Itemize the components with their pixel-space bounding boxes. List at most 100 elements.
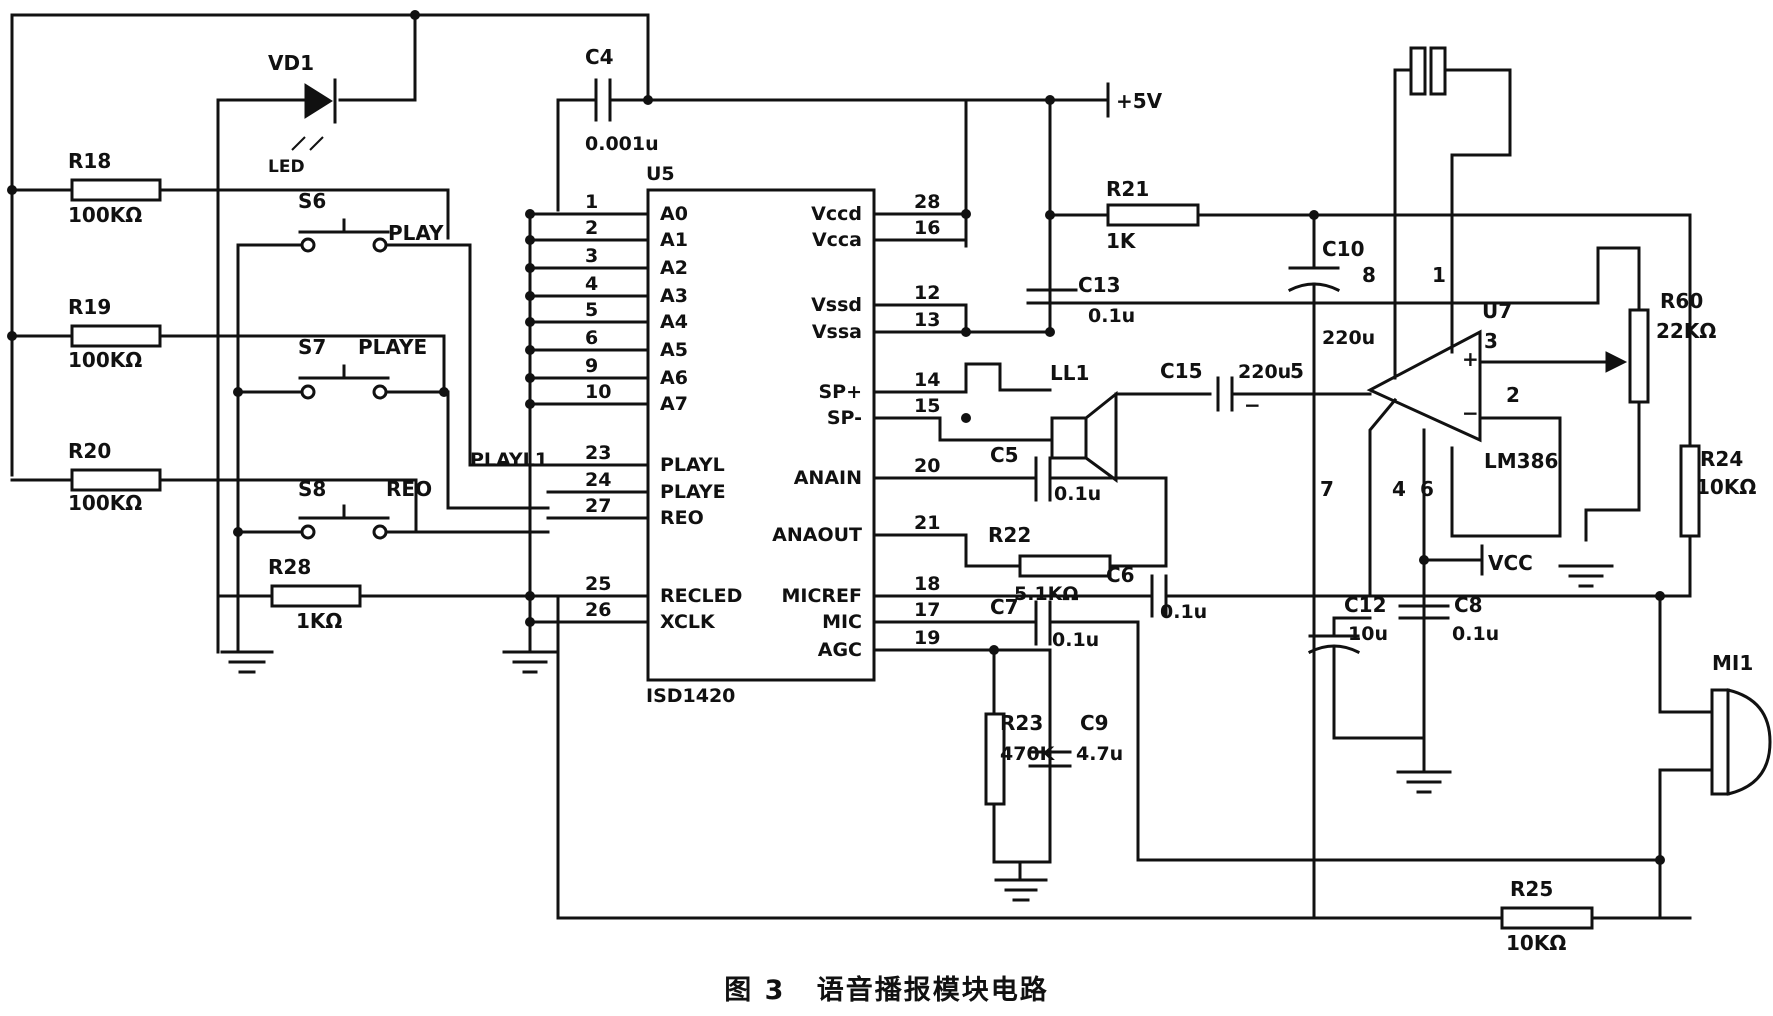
- wire-top-loop: [10, 13, 650, 477]
- ic-u5-pin-number: 4: [585, 273, 598, 295]
- c7-value: 0.1u: [1052, 629, 1099, 651]
- ic-u5-isd1420: U5 ISD1420 1A02A13A24A35A46A59A610A723PL…: [528, 45, 1692, 920]
- wire-agc: [872, 648, 1052, 864]
- wire-anaout: [872, 533, 1022, 568]
- pin-6: 6: [1420, 477, 1434, 501]
- ic-u5-pin-name: SP-: [827, 407, 862, 429]
- ic-u5-pin-name: A2: [660, 257, 688, 279]
- mic-body: [1710, 688, 1730, 796]
- resistor-r60: [1628, 308, 1650, 404]
- c4-label: C4: [585, 45, 614, 69]
- ic-u5-pin-name: A1: [660, 229, 688, 251]
- r23-label: R23: [1000, 711, 1043, 735]
- wire: [1608, 246, 1641, 312]
- r18-label: R18: [68, 149, 111, 173]
- junction: [1045, 95, 1055, 105]
- wire-sp-plus: [872, 362, 1052, 394]
- r22-value: 5.1KΩ: [1014, 583, 1079, 605]
- wire-led-bus: [216, 98, 307, 598]
- ic-u5-pin-number: 27: [585, 495, 611, 517]
- ic-u5-pin-number: 20: [914, 455, 940, 477]
- c-top-plate: [1429, 46, 1447, 96]
- ic-u5-pin-name: A3: [660, 285, 688, 307]
- junction: [233, 527, 243, 537]
- ic-u5-pin-name: AGC: [818, 639, 862, 661]
- c5-value: 0.1u: [1054, 483, 1101, 505]
- wire-c5: [1048, 476, 1168, 568]
- ic-u5-pin-name: REO: [660, 507, 704, 529]
- resistor-r25: [1500, 906, 1594, 930]
- s7-contact: [372, 384, 388, 400]
- ic-u5-pin-name: MICREF: [781, 585, 862, 607]
- pin-8: 8: [1362, 263, 1376, 287]
- junction: [1045, 327, 1055, 337]
- wire-r18-s6: [158, 188, 450, 240]
- c9-value: 4.7u: [1076, 743, 1123, 765]
- ic-u5-pin-name: A5: [660, 339, 688, 361]
- c13-value: 0.1u: [1088, 305, 1135, 327]
- ground-symbol: [502, 216, 558, 674]
- r19-label: R19: [68, 295, 111, 319]
- figure-caption: 图 3 语音播报模块电路: [0, 968, 1773, 1007]
- junction: [1309, 210, 1319, 220]
- ic-u5-pin-name: XCLK: [660, 611, 716, 633]
- r21-label: R21: [1106, 177, 1149, 201]
- wire-s6-gnd: [236, 243, 304, 654]
- c10-value: 220u: [1322, 327, 1375, 349]
- led-arrow: [291, 136, 306, 151]
- amp-u7-body: [1366, 329, 1482, 443]
- figure-number: 图 3: [724, 975, 786, 1006]
- c5-label: C5: [990, 443, 1019, 467]
- ground-symbol: [1558, 564, 1614, 588]
- resistor-r24: [1679, 444, 1701, 538]
- junction: [410, 10, 420, 20]
- r21-value: 1K: [1106, 229, 1137, 253]
- r22-label: R22: [988, 523, 1031, 547]
- junction: [989, 645, 999, 655]
- r23-value: 470K: [1000, 743, 1056, 765]
- ic-u5-pin-number: 25: [585, 573, 611, 595]
- s6-name: PLAY: [388, 221, 444, 245]
- amp-u7-lm386: U7 LM386 + − 3 R60 22KΩ 2 8 1 5 7 4 6 C: [1287, 46, 1772, 955]
- speaker-body: [1050, 416, 1088, 460]
- mic-dome: [1726, 688, 1772, 796]
- ic-u5-pin-number: 2: [585, 217, 598, 239]
- wire-vss: [872, 303, 968, 334]
- c8-value: 0.1u: [1452, 623, 1499, 645]
- junction: [1655, 591, 1665, 601]
- junction: [439, 387, 449, 397]
- ic-u5-pin-number: 5: [585, 299, 598, 321]
- ground-symbol: [1396, 768, 1452, 794]
- wire-r19-s7: [158, 334, 446, 394]
- r60-wiper-arrow: [1605, 351, 1628, 373]
- ic-u5-pin-name: MIC: [822, 611, 862, 633]
- resistor-r19: [70, 324, 162, 348]
- ic-u5-pin-number: 16: [914, 217, 940, 239]
- wire-amp-top: [1443, 68, 1512, 354]
- ic-u5-pin-name: Vssa: [812, 321, 862, 343]
- r20-value: 100KΩ: [68, 491, 142, 515]
- supply-label: +5V: [1116, 89, 1163, 113]
- c4-value: 0.001u: [585, 133, 659, 155]
- ic-u5-pin-name: RECLED: [660, 585, 742, 607]
- ic-u5-pin-number: 9: [585, 355, 598, 377]
- c8-label: C8: [1454, 593, 1483, 617]
- s6-contact: [372, 237, 388, 253]
- c12-value: 10u: [1348, 623, 1388, 645]
- ic-u5-pin-number: 13: [914, 309, 940, 331]
- amp-minus: −: [1462, 401, 1479, 425]
- wire: [992, 802, 1052, 864]
- c15-label: C15: [1160, 359, 1203, 383]
- ic-u5-pin-name: Vssd: [811, 294, 862, 316]
- wire-r20-s8: [158, 478, 418, 534]
- ic-u5-pin-number: 14: [914, 369, 940, 391]
- c7-label: C7: [990, 595, 1019, 619]
- junction: [961, 209, 971, 219]
- led-arrow: [309, 136, 324, 151]
- ic-u5-pin-number: 12: [914, 282, 940, 304]
- c15-value: 220u: [1238, 361, 1291, 383]
- ic-u5-pin-number: 10: [585, 381, 611, 403]
- r25-value: 10KΩ: [1506, 931, 1566, 955]
- amp-u7-part: LM386: [1484, 449, 1558, 473]
- ic-u5-pin-number: 28: [914, 191, 940, 213]
